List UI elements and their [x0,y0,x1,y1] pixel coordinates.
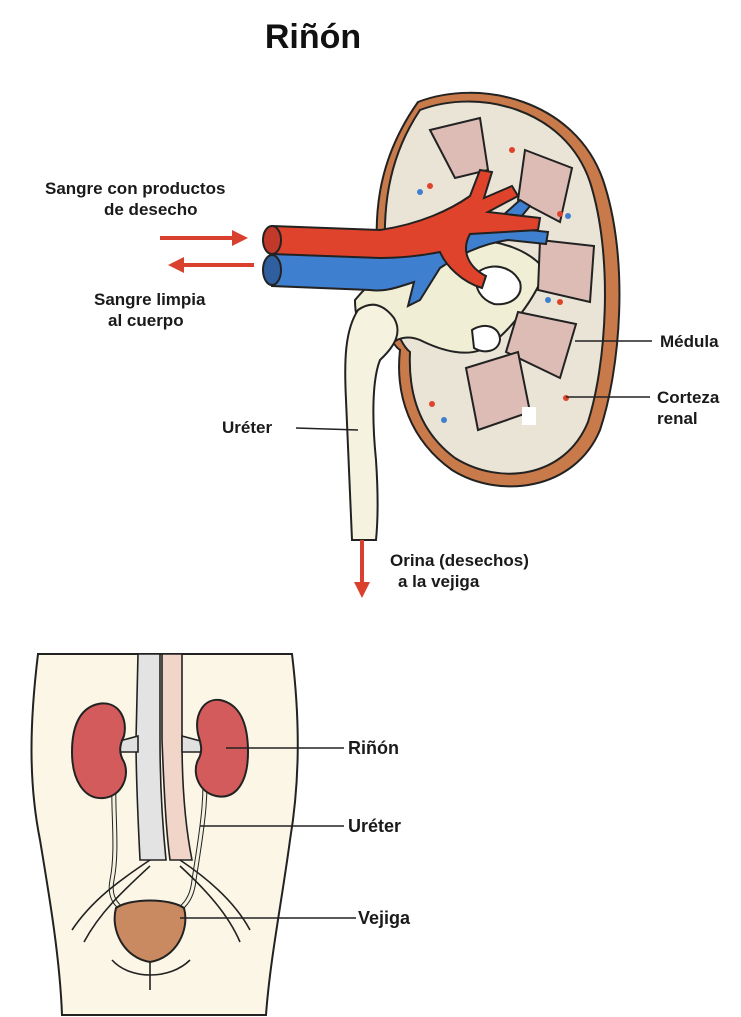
medula-label: Médula [660,332,719,351]
kidney-body-label: Riñón [348,738,399,758]
medulla-pyramid [538,240,594,302]
blood-out-arrow [168,257,254,273]
vein-opening [263,255,281,285]
bladder-label: Vejiga [358,908,411,928]
blood-out-label-line1: Sangre limpia [94,290,206,309]
urine-arrow [354,540,370,598]
blood-in-label-line2: de desecho [104,200,198,219]
body-diagram [32,654,298,1015]
artery-opening [263,226,281,254]
ureter-body-label: Uréter [348,816,401,836]
urine-label-line2: a la vejiga [398,572,480,591]
page-title: Riñón [265,18,361,56]
kidney-left [72,703,126,798]
ureter-top [345,305,397,540]
blood-in-label-line1: Sangre con productos [45,179,225,198]
cortex-label-line2: renal [657,409,698,428]
kidney-cross-section [355,93,619,487]
ureter-top-label: Uréter [222,418,272,437]
marker-square [522,407,536,425]
cortex-label-line1: Corteza [657,388,720,407]
urine-label-line1: Orina (desechos) [390,551,529,570]
renal-calyx [472,326,500,351]
blood-in-arrow [160,230,248,246]
blood-out-label-line2: al cuerpo [108,311,184,330]
